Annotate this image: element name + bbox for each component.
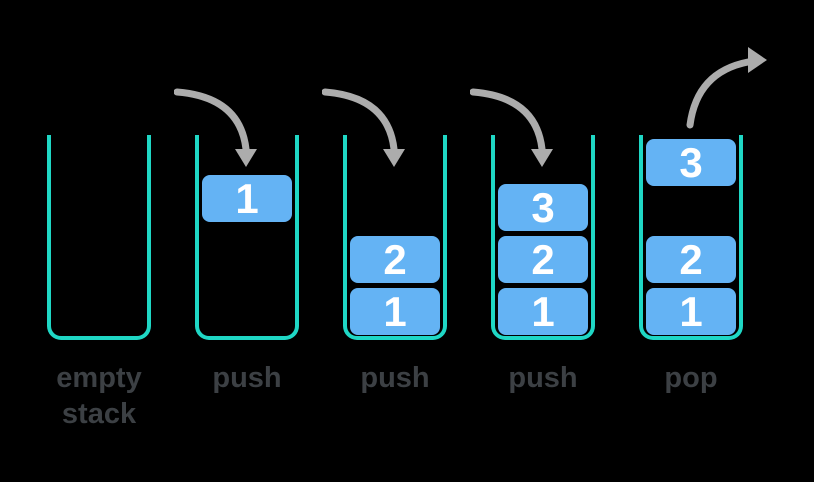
stack-container <box>343 135 447 340</box>
stack-container <box>639 135 743 340</box>
stack-container <box>491 135 595 340</box>
push-arrow-icon <box>322 88 405 167</box>
stack-container <box>195 135 299 340</box>
stack-column-push-2: 2 1 push <box>322 0 447 482</box>
stack-label: push <box>360 362 430 394</box>
stack-container <box>47 135 151 340</box>
stack-item: 2 <box>350 236 440 283</box>
stack-item: 2 <box>646 236 736 283</box>
stack-item: 3 <box>498 184 588 231</box>
pop-arrow-icon <box>686 47 767 129</box>
stack-column-push-1: 1 push <box>174 0 299 482</box>
stack-label: push <box>212 362 282 394</box>
stack-item: 1 <box>202 175 292 222</box>
stack-item: 2 <box>498 236 588 283</box>
stack-item: 1 <box>498 288 588 335</box>
stack-item: 1 <box>646 288 736 335</box>
stack-item: 1 <box>350 288 440 335</box>
stack-item: 3 <box>646 139 736 186</box>
stack-label: pop <box>664 362 718 394</box>
stack-column-push-3: 3 2 1 push <box>470 0 595 482</box>
push-arrow-icon <box>174 88 257 167</box>
stack-label: empty stack <box>56 362 142 430</box>
stack-column-pop: 3 2 1 pop <box>639 0 767 482</box>
push-arrow-icon <box>470 88 553 167</box>
stack-label: push <box>508 362 578 394</box>
stack-column-empty: empty stack <box>47 0 151 482</box>
